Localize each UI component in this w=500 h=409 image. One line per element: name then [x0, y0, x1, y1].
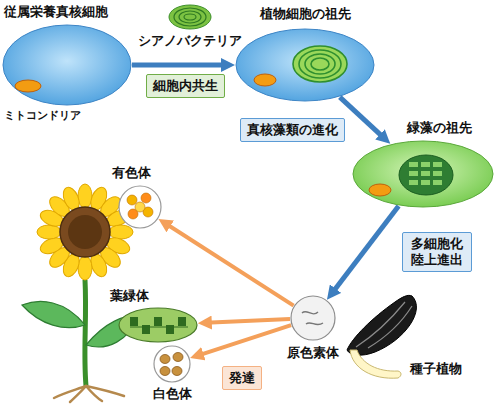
seed: [347, 295, 416, 355]
arrow-connector: [206, 319, 290, 323]
sprout: [350, 350, 401, 378]
edge-label: 真核藻類の進化: [240, 118, 345, 142]
flower-disk-center: [68, 215, 102, 249]
node-label: シアノバクテリア: [138, 33, 242, 49]
alga-ellipse: 緑藻の祖先: [352, 140, 494, 208]
leucoplast-circle: 白色体: [153, 345, 191, 383]
leaf: [22, 302, 85, 328]
cyano-shape: [168, 4, 212, 30]
cyanobacterium: シアノバクテリア: [168, 4, 212, 30]
node-label: 有色体: [112, 165, 151, 181]
roots: [54, 386, 124, 402]
algae-shape: [352, 140, 494, 208]
figure-label: 種子植物: [410, 361, 462, 377]
node-label: 白色体: [153, 386, 192, 402]
node-label: 従属栄養真核細胞: [4, 4, 108, 20]
chloro-shape: [118, 307, 198, 343]
arrow-connector: [165, 223, 293, 305]
petals: [37, 184, 133, 280]
chromoplast-circle: 有色体: [118, 185, 162, 229]
stem: [85, 280, 86, 386]
node-label: 原色素体: [287, 345, 339, 361]
arrow-connector: [340, 97, 385, 138]
cell-ellipse: 植物細胞の祖先: [235, 28, 375, 102]
arrow-connector: [332, 206, 399, 294]
flower-disk: [60, 207, 110, 257]
leuco-shape: [153, 345, 191, 383]
edge-label: 発達: [222, 366, 262, 390]
node-label: 緑藻の祖先: [407, 120, 472, 136]
cell-ellipse: 従属栄養真核細胞ミトコンドリア: [2, 24, 132, 106]
plant-shape: [235, 28, 375, 102]
chromo-shape: [118, 185, 162, 229]
mito-shape: [14, 79, 42, 93]
node-label: 植物細胞の祖先: [260, 6, 351, 22]
node-label: ミトコンドリア: [4, 108, 81, 124]
cell-shape: [2, 24, 132, 106]
mitochondrion: ミトコンドリア: [14, 79, 42, 93]
edge-label: 細胞内共生: [146, 74, 225, 98]
arrow-connector: [198, 325, 291, 356]
chloroplast-ellipse: 葉緑体: [118, 307, 198, 343]
arrow-connector: [132, 63, 227, 68]
pro-shape: [290, 295, 336, 341]
node-label: 葉緑体: [110, 288, 149, 304]
edge-label: 多細胞化 陸上進出: [402, 232, 472, 272]
seed-stripes: [356, 302, 412, 348]
proplastid-circle: 原色素体: [290, 295, 336, 341]
